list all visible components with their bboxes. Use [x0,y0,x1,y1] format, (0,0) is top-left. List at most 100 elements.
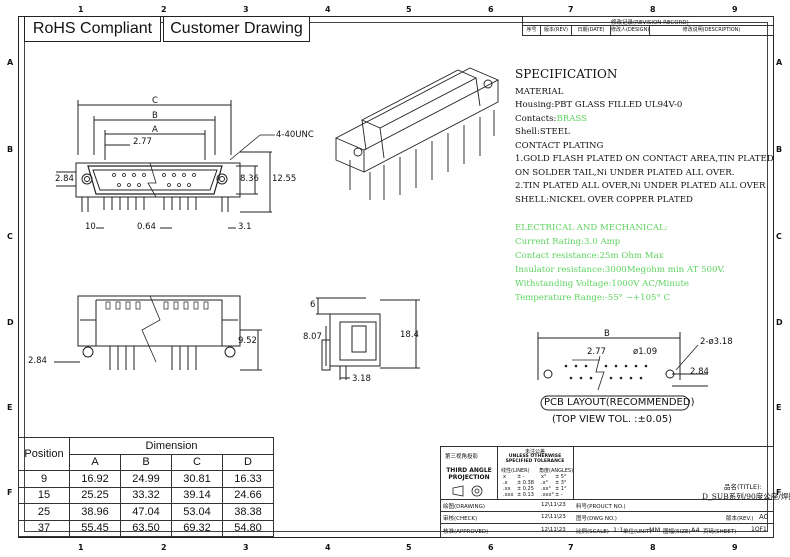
spec-line: ON SOLDER TAIL,Ni UNDER PLATED ALL OVER. [515,168,735,178]
zone-row: B [7,145,14,154]
dim-label-6: 6 [310,300,316,310]
dimension-header: Dimension [69,437,274,455]
electrical-line: Current Rating:3.0 Amp [515,237,621,247]
dim-label-3-18: 3.18 [352,374,371,384]
col-header: B [120,453,172,471]
zone-col: 1 [78,543,84,552]
projection-label: THIRD ANGLE PROJECTION [446,467,492,481]
pcb-pitch-label: 2.77 [587,347,606,357]
spec-line: Housing:PBT GLASS FILLED UL94V-0 [515,100,683,110]
spec-line: MATERIAL [515,87,564,97]
customer-drawing-label: Customer Drawing [163,16,310,42]
spec-line: Shell:STEEL [515,127,570,137]
revision-title: 修改记录(REVISION RECORD) [611,20,689,26]
outer-border [18,16,774,538]
rev-col: 日期(DATE) [572,26,611,35]
electrical-line: Contact resistance:25m Ohm Max [515,251,664,261]
rev-col: 版本(REV) [541,26,572,35]
dim-label-a: A [152,125,158,135]
zone-row: C [776,232,782,241]
zone-col: 1 [78,5,84,14]
zone-col: 5 [406,5,412,14]
tolerance-title: UNLESS OTHERWISE SPECIFIED TOLERANCE [505,454,565,464]
dim-label-2-84-bottom: 2.84 [28,356,47,366]
electrical-line: Insulator resistance:3000Megohm min AT 5… [515,265,725,275]
spec-line: 1.GOLD FLASH PLATED ON CONTACT AREA,TIN … [515,154,774,164]
zone-col: 2 [161,5,167,14]
pcb-hole-label: 2-ø3.18 [700,337,733,347]
table-row: 25 38.96 47.04 53.04 38.38 [18,503,274,521]
pcb-row-label: 2.84 [690,367,709,377]
spec-line: Contacts:BRASS [515,114,588,124]
rev-col: 序号 [523,26,541,35]
table-row: 15 25.25 33.32 39.14 24.66 [18,486,274,504]
col-header: A [69,453,121,471]
electrical-line: Temperature Range:-55° ~+105° C [515,293,671,303]
projection-symbol [452,485,483,497]
zone-col: 9 [732,543,738,552]
zone-col: 7 [568,543,574,552]
dim-label-unc: 4-40UNC [276,130,314,140]
zone-row: E [776,403,782,412]
zone-col: 2 [161,543,167,552]
zone-col: 7 [568,5,574,14]
spec-line: SHELL:NICKEL OVER COPPER PLATED [515,195,693,205]
zone-col: 8 [650,5,656,14]
dim-label-pitch: 2.77 [133,137,152,147]
table-row: 9 16.92 24.99 30.81 16.33 [18,470,274,488]
zone-col: 4 [325,543,331,552]
zone-col: 4 [325,5,331,14]
rev-col: 修改人(DESIGN) [611,26,650,35]
zone-row: A [7,58,14,67]
pcb-pin-dia-label: ø1.09 [633,347,658,357]
dim-label-c: C [152,96,158,106]
spec-line: CONTACT PLATING [515,141,604,151]
electrical-line: Withstanding Voltage:1000V AC/Minute [515,279,689,289]
zone-row: C [7,232,13,241]
spec-title: SPECIFICATION [515,67,618,81]
zone-row: A [776,58,783,67]
title-block: 第三视角投影 THIRD ANGLE PROJECTION 未注公差 UNLES… [440,446,790,538]
pcb-layout-title: PCB LAYOUT(RECOMMENDED) [544,397,695,408]
col-header: C [171,453,223,471]
revision-record: 修改记录(REVISION RECORD) 序号 版本(REV) 日期(DATE… [522,16,774,36]
dim-label-0-64: 0.64 [137,222,156,232]
rohs-badge: RoHS Compliant [24,16,161,42]
dim-label-b: B [152,111,158,121]
dim-label-10: 10 [85,222,96,232]
dim-label-3-1: 3.1 [238,222,252,232]
contacts-material: BRASS [556,114,588,124]
spec-line: 2.TIN PLATED ALL OVER,Ni UNDER PLATED AL… [515,181,766,191]
dim-label-9-52: 9.52 [238,336,257,346]
zone-col: 6 [488,543,494,552]
projection-cn: 第三视角投影 [445,454,479,460]
zone-row: F [7,488,13,497]
zone-col: 6 [488,5,494,14]
dim-label-2-84: 2.84 [55,174,74,184]
pcb-label-b: B [604,329,610,339]
product-name: D_SUB系列/90度公座/焊接式/螺纹铆钉 [702,492,790,501]
inner-border [24,22,768,532]
zone-col: 5 [406,543,412,552]
pcb-tolerance: (TOP VIEW TOL. :±0.05) [552,414,673,425]
rev-col: 修改说明(DESCRIPTION) [682,27,741,33]
table-row: 37 55.45 63.50 69.32 54.80 [18,519,274,537]
zone-row: B [776,145,783,154]
dim-label-8-07: 8.07 [303,332,322,342]
zone-row: E [7,403,13,412]
zone-row: D [7,318,14,327]
dim-label-8-36: 8.36 [240,174,259,184]
dim-label-12-55: 12.55 [272,174,297,184]
zone-row: F [776,488,782,497]
tolerance-cn: 未注公差 [525,449,546,455]
zone-col: 8 [650,543,656,552]
title-label: 品名(TITLE): [724,483,762,491]
electrical-title: ELECTRICAL AND MECHANICAL: [515,223,668,233]
zone-row: D [776,318,783,327]
dimension-table: Position Dimension A B C D 9 16.92 24.99… [18,437,274,537]
zone-col: 3 [243,5,249,14]
dim-label-18-4: 18.4 [400,330,419,340]
position-header: Position [18,437,70,471]
